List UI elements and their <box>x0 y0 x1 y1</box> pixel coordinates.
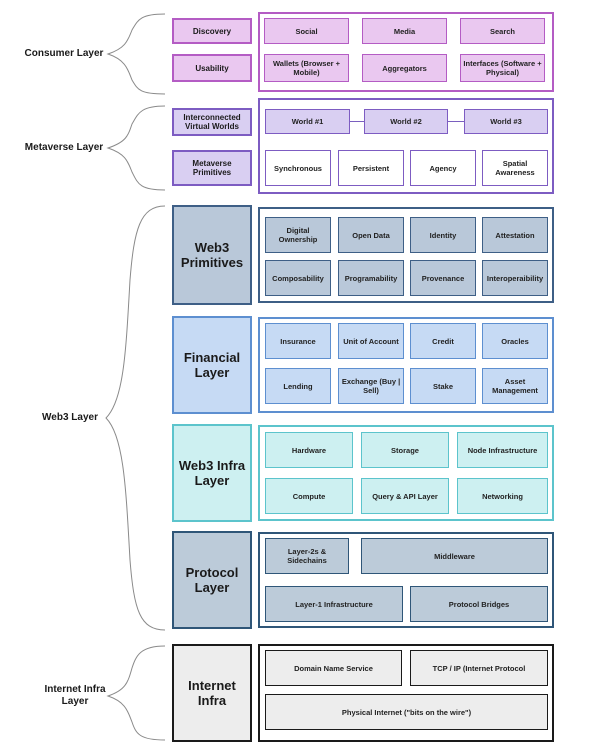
metaverse-primitive-3: Spatial Awareness <box>482 150 548 186</box>
web3-infra-group <box>258 425 554 521</box>
infra-cell-0: Hardware <box>265 432 353 468</box>
primitive-cell-2: Identity <box>410 217 476 253</box>
world-cell-2: World #3 <box>464 109 548 134</box>
internet-cell-1: TCP / IP (Internet Protocol <box>410 650 548 686</box>
consumer-cell-1: Media <box>362 18 447 44</box>
infra-cell-3: Compute <box>265 478 353 514</box>
primitive-cell-4: Composability <box>265 260 331 296</box>
primitive-cell-5: Programability <box>338 260 404 296</box>
metaverse-group <box>258 98 554 194</box>
consumer-cell-5: Interfaces (Software + Physical) <box>460 54 545 82</box>
financial-layer-title: Financial Layer <box>172 316 252 414</box>
web3-layer-label: Web3 Layer <box>42 412 98 423</box>
metaverse-category-0: Interconnected Virtual Worlds <box>172 108 252 136</box>
primitive-cell-0: Digital Ownership <box>265 217 331 253</box>
web3-primitives-title: Web3 Primitives <box>172 205 252 305</box>
web3-infra-title: Web3 Infra Layer <box>172 424 252 522</box>
financial-group <box>258 317 554 413</box>
consumer-cell-4: Aggregators <box>362 54 447 82</box>
web3-primitives-group <box>258 207 554 303</box>
consumer-category-1: Usability <box>172 54 252 82</box>
infra-cell-2: Node Infrastructure <box>457 432 548 468</box>
financial-cell-2: Credit <box>410 323 476 359</box>
financial-cell-0: Insurance <box>265 323 331 359</box>
financial-cell-6: Stake <box>410 368 476 404</box>
metaverse-category-1: Metaverse Primitives <box>172 150 252 186</box>
protocol-layer-title: Protocol Layer <box>172 531 252 629</box>
metaverse-primitive-0: Synchronous <box>265 150 331 186</box>
metaverse-primitive-1: Persistent <box>338 150 404 186</box>
financial-cell-4: Lending <box>265 368 331 404</box>
primitive-cell-7: Interoperaibility <box>482 260 548 296</box>
infra-cell-4: Query & API Layer <box>361 478 449 514</box>
primitive-cell-1: Open Data <box>338 217 404 253</box>
consumer-category-0: Discovery <box>172 18 252 44</box>
internet-cell-2: Physical Internet ("bits on the wire") <box>265 694 548 730</box>
consumer-layer-label: Consumer Layer <box>24 48 104 59</box>
internet-cell-0: Domain Name Service <box>265 650 402 686</box>
world-connector-2 <box>448 121 464 122</box>
world-connector-1 <box>350 121 364 122</box>
primitive-cell-3: Attestation <box>482 217 548 253</box>
protocol-cell-2: Layer-1 Infrastructure <box>265 586 403 622</box>
primitive-cell-6: Provenance <box>410 260 476 296</box>
internet-layer-label: Internet Infra Layer <box>44 684 106 707</box>
internet-infra-title: Internet Infra <box>172 644 252 742</box>
financial-cell-3: Oracles <box>482 323 548 359</box>
infra-cell-1: Storage <box>361 432 449 468</box>
metaverse-primitive-2: Agency <box>410 150 476 186</box>
world-cell-1: World #2 <box>364 109 448 134</box>
financial-cell-7: Asset Management <box>482 368 548 404</box>
financial-cell-5: Exchange (Buy | Sell) <box>338 368 404 404</box>
infra-cell-5: Networking <box>457 478 548 514</box>
protocol-group <box>258 532 554 628</box>
metaverse-layer-label: Metaverse Layer <box>24 142 104 153</box>
world-cell-0: World #1 <box>265 109 350 134</box>
protocol-cell-0: Layer-2s & Sidechains <box>265 538 349 574</box>
consumer-cell-0: Social <box>264 18 349 44</box>
web3-brace <box>105 205 166 631</box>
protocol-cell-3: Protocol Bridges <box>410 586 548 622</box>
protocol-cell-1: Middleware <box>361 538 548 574</box>
internet-brace <box>106 645 166 741</box>
consumer-group <box>258 12 554 92</box>
consumer-cell-2: Search <box>460 18 545 44</box>
metaverse-brace <box>106 105 166 191</box>
internet-group <box>258 644 554 742</box>
financial-cell-1: Unit of Account <box>338 323 404 359</box>
consumer-cell-3: Wallets (Browser + Mobile) <box>264 54 349 82</box>
consumer-brace <box>106 13 166 95</box>
